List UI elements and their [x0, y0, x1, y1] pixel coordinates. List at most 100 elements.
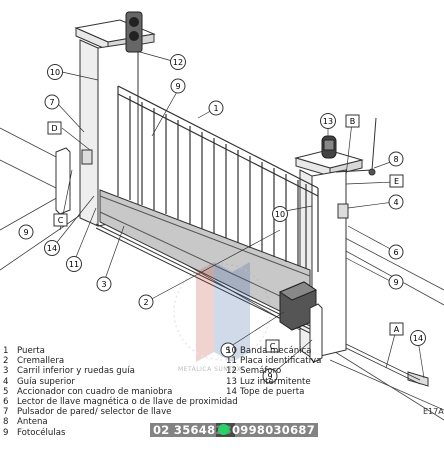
key-switch: [81, 149, 93, 165]
label-box-b: B: [345, 114, 360, 128]
callout-2: 2: [138, 294, 154, 310]
svg-text:14: 14: [413, 334, 423, 343]
legend-item-text: Accionador con cuadro de maniobra: [17, 386, 173, 397]
legend-item-number: 11: [226, 356, 237, 367]
callout-9-right: 9: [388, 274, 404, 290]
legend-item: 5 Accionador con cuadro de maniobra: [3, 387, 238, 397]
svg-text:14: 14: [47, 244, 57, 253]
svg-text:E: E: [394, 177, 399, 186]
legend-item-text: Guía superior: [17, 376, 75, 387]
legend-item-text: Tope de puerta: [240, 386, 305, 397]
legend-item-text: Puerta: [17, 346, 45, 356]
legend-item-number: 4: [3, 376, 9, 387]
callout-8: 8: [388, 151, 404, 167]
callout-7: 7: [44, 94, 60, 110]
legend-item-number: 13: [226, 376, 237, 387]
figure-code: E17A: [423, 407, 444, 416]
callout-9-top: 9: [170, 78, 186, 94]
callout-11: 11: [66, 256, 82, 272]
callout-12: 12: [170, 54, 186, 70]
legend-item-text: Fotocélulas: [17, 427, 66, 438]
contact-phone-landline: 02 3564823: [150, 423, 236, 437]
svg-text:10: 10: [50, 68, 60, 77]
label-box-a: A: [389, 322, 404, 336]
gate-bars: [117, 85, 319, 272]
svg-text:5: 5: [225, 346, 230, 355]
legend-item-text: Pulsador de pared/ selector de llave: [17, 407, 172, 418]
legend-item-number: 9: [3, 427, 9, 438]
callout-10-right: 10: [272, 206, 288, 222]
legend-item-number: 8: [3, 417, 9, 428]
legend-item: 2 Cremallera: [3, 356, 238, 366]
legend-item-number: 1: [3, 346, 9, 356]
svg-text:11: 11: [69, 260, 79, 269]
svg-text:C: C: [270, 342, 276, 351]
callout-3: 3: [96, 276, 112, 292]
legend-item: 9 Fotocélulas: [3, 428, 238, 438]
legend-item-text: Carril inferior y ruedas guía: [17, 366, 135, 377]
photocell-post-right: [309, 303, 323, 363]
callout-1: 1: [208, 100, 224, 116]
svg-text:A: A: [394, 325, 400, 334]
legend-item-number: 5: [3, 386, 9, 397]
flashing-light: [321, 135, 337, 159]
svg-text:10: 10: [275, 210, 285, 219]
svg-text:9: 9: [393, 278, 398, 287]
callout-14-right: 14: [410, 330, 426, 346]
watermark-logo: [173, 262, 271, 362]
legend-item-number: 12: [226, 366, 237, 377]
label-box-d: D: [47, 121, 62, 135]
legend-item-text: Cremallera: [17, 356, 65, 367]
legend-item-number: 2: [3, 356, 9, 367]
callout-5: 5: [220, 342, 236, 358]
label-box-c-left: C: [53, 213, 68, 227]
legend-item-text: Antena: [17, 417, 48, 428]
watermark-text: METÁLICA SUNTAXI: [178, 366, 244, 373]
svg-text:8: 8: [393, 155, 398, 164]
callout-10-left: 10: [47, 64, 63, 80]
callout-4: 4: [388, 194, 404, 210]
callout-6: 6: [388, 244, 404, 260]
svg-text:B: B: [350, 117, 356, 126]
svg-text:9: 9: [267, 372, 272, 381]
label-box-e: E: [389, 174, 404, 188]
callout-9-left: 9: [18, 224, 34, 240]
label-box-c-bottom: C: [265, 339, 280, 353]
legend-item-text: Placa identificativa: [240, 356, 322, 367]
legend-item-number: 6: [3, 397, 9, 408]
svg-text:4: 4: [393, 198, 398, 207]
antenna: [335, 117, 377, 176]
svg-text:6: 6: [393, 248, 398, 257]
svg-text:7: 7: [49, 98, 54, 107]
legend-item-text: Semáforo: [240, 366, 282, 377]
svg-text:2: 2: [143, 298, 148, 307]
svg-text:13: 13: [323, 117, 333, 126]
svg-text:9: 9: [175, 82, 180, 91]
callout-13: 13: [320, 113, 336, 129]
legend-item: 4 Guía superior: [3, 377, 238, 387]
legend-item-number: 14: [226, 386, 237, 397]
svg-text:9: 9: [23, 228, 28, 237]
motor-actuator: [278, 281, 318, 331]
legend-item-number: 10: [226, 346, 237, 356]
legend-item: 1 Puerta: [3, 346, 238, 356]
leader-lines: [53, 51, 425, 379]
whatsapp-icon: [218, 424, 229, 435]
callout-9-bottom: 9: [262, 368, 278, 384]
callout-14-left: 14: [44, 240, 60, 256]
contact-phone-whatsapp: 0998030687: [216, 423, 319, 437]
cable-conduit: [345, 343, 421, 385]
svg-text:1: 1: [213, 104, 218, 113]
svg-text:C: C: [58, 216, 64, 225]
